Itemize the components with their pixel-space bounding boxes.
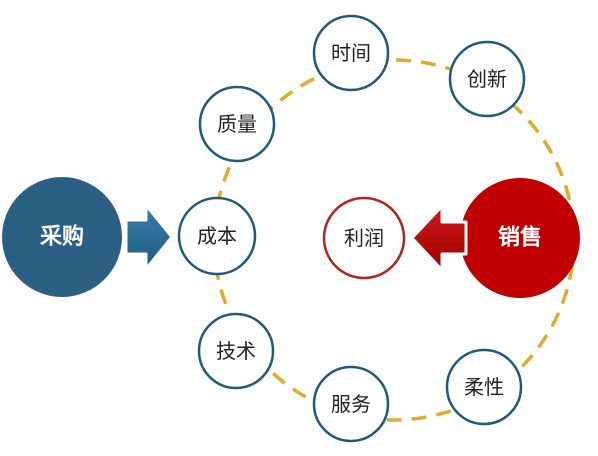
factor-node-time: 时间 [312, 14, 390, 92]
factor-circle [177, 196, 257, 276]
factor-label: 创新 [467, 67, 507, 91]
sales-label: 销售 [498, 225, 542, 251]
sales-node: 销售 [460, 178, 580, 298]
factor-circle [448, 40, 526, 118]
factor-circle [312, 365, 390, 443]
arrow-left-icon [410, 204, 468, 272]
factor-node-cost: 成本 [177, 196, 257, 276]
factor-node-service: 服务 [312, 365, 390, 443]
factor-node-quality: 质量 [198, 85, 276, 163]
profit-label: 利润 [344, 226, 384, 250]
profit-node: 利润 [322, 196, 406, 280]
factor-label: 成本 [197, 224, 237, 248]
profit-circle [322, 196, 406, 280]
factor-node-technology: 技术 [197, 312, 275, 390]
factor-label: 服务 [331, 392, 371, 416]
factor-node-flexibility: 柔性 [445, 348, 523, 426]
factor-circle [197, 312, 275, 390]
factor-label: 柔性 [464, 375, 504, 399]
factor-label: 质量 [217, 112, 257, 136]
procurement-node: 采购 [2, 177, 122, 297]
factor-circle [445, 348, 523, 426]
factor-label: 技术 [216, 339, 256, 363]
procurement-circle [2, 177, 122, 297]
factor-node-innovation: 创新 [448, 40, 526, 118]
factor-circle [312, 14, 390, 92]
factor-circle [198, 85, 276, 163]
arrow-right-icon [124, 203, 174, 271]
sales-circle [460, 178, 580, 298]
factor-label: 时间 [331, 41, 371, 65]
procurement-label: 采购 [40, 224, 84, 250]
